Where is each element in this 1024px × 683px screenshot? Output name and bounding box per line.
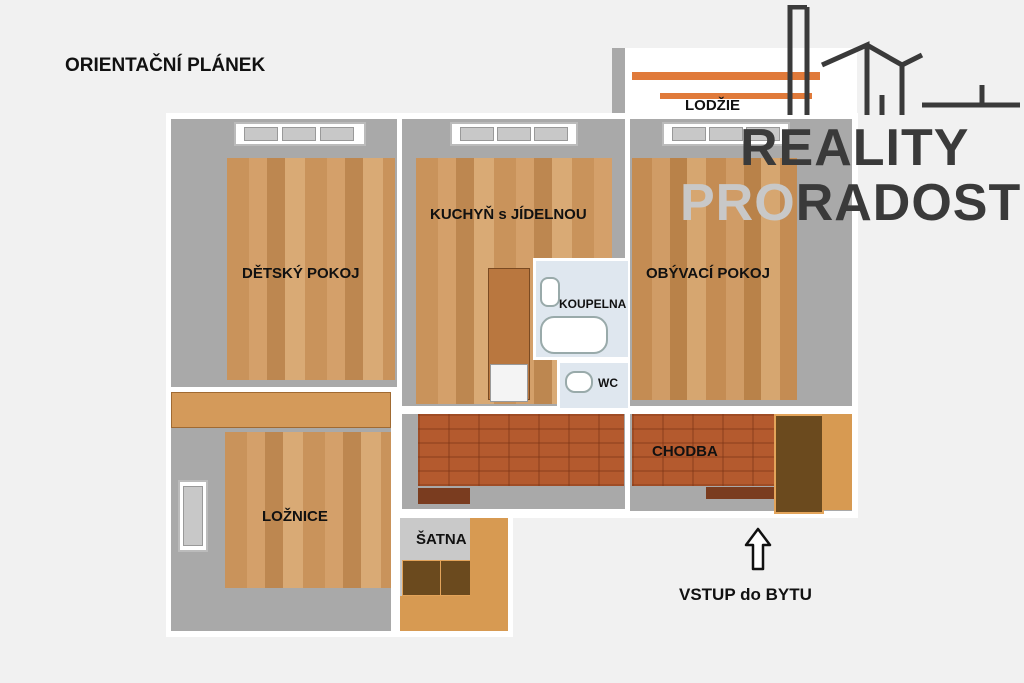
lodzie-side xyxy=(612,48,625,113)
logo-text-radost: RADOST xyxy=(795,174,1022,232)
lodzie-railing xyxy=(632,72,820,80)
toilet xyxy=(565,371,593,393)
plan-title: ORIENTAČNÍ PLÁNEK xyxy=(65,55,266,76)
label-koupelna: KOUPELNA xyxy=(559,297,627,311)
label-loznice: LOŽNICE xyxy=(262,508,328,525)
label-lodzie: LODŽIE xyxy=(685,97,740,114)
loznice-closet xyxy=(171,392,391,428)
label-chodba: CHODBA xyxy=(652,443,718,460)
detsky-pokoj-window xyxy=(234,122,366,146)
entrance-label: VSTUP do BYTU xyxy=(679,585,812,604)
label-satna: ŠATNA xyxy=(416,531,467,548)
kuchyn-window xyxy=(450,122,578,146)
chodba-left-floor xyxy=(418,414,624,486)
label-detsky-pokoj: DĚTSKÝ POKOJ xyxy=(242,265,360,282)
logo-text-pro: PRO xyxy=(680,174,796,232)
entrance-door-mat xyxy=(706,487,774,499)
satna-floor-side xyxy=(470,518,508,596)
lodzie-walls xyxy=(612,48,857,116)
satna-floor xyxy=(400,596,508,631)
wardrobe-side xyxy=(822,414,852,510)
chodba-right-floor xyxy=(632,414,774,486)
lodzie-railing-2 xyxy=(660,93,812,99)
label-obyvaci-pokoj: OBÝVACÍ POKOJ xyxy=(646,265,770,282)
obyvaci-pokoj-window xyxy=(662,122,790,146)
kitchen-cabinet xyxy=(490,364,528,402)
loznice-floor xyxy=(225,432,391,588)
satna-shelf-left xyxy=(402,560,442,596)
detsky-pokoj-floor xyxy=(227,158,395,380)
house-outline-icon xyxy=(787,5,1020,115)
label-kuchyn: KUCHYŇ s JÍDELNOU xyxy=(430,206,587,223)
logo-text-proradost: PRORADOST xyxy=(680,173,1021,233)
bathtub xyxy=(540,316,608,354)
wardrobe xyxy=(774,414,824,514)
label-wc: WC xyxy=(598,376,618,390)
satna-shelf-right xyxy=(440,560,472,596)
obyvaci-pokoj-floor xyxy=(632,158,797,400)
door-mat-left xyxy=(418,488,470,504)
sink xyxy=(540,277,560,307)
company-logo: REALITY PRORADOST xyxy=(670,5,1020,232)
loznice-window xyxy=(178,480,208,552)
up-arrow-icon xyxy=(744,527,772,571)
logo-text-reality: REALITY xyxy=(740,119,970,177)
